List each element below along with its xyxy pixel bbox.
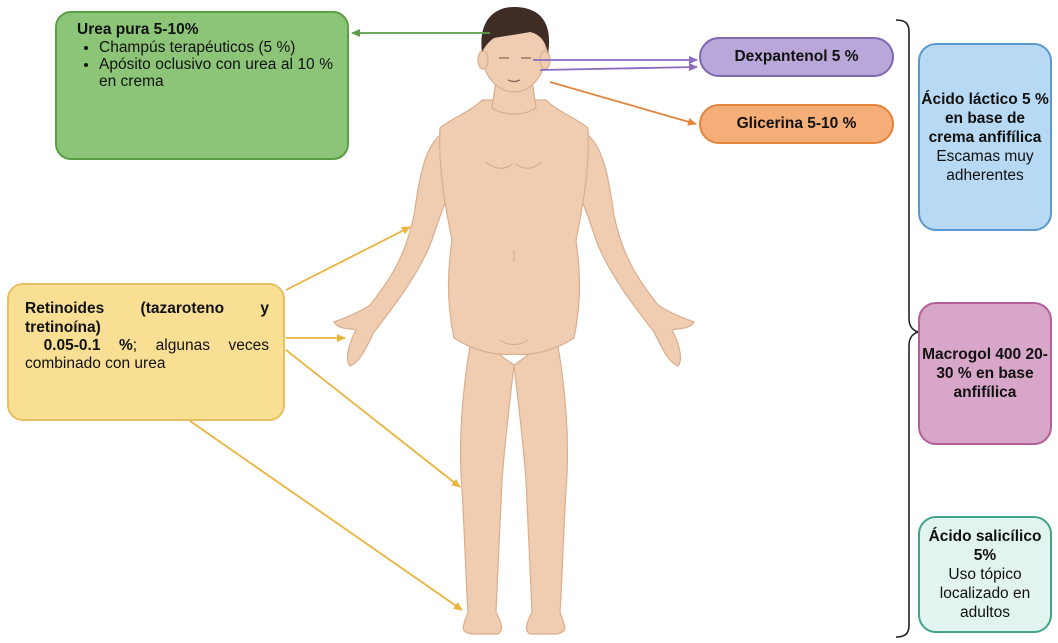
retinoides-title: Retinoides (tazaroteno y tretinoína) <box>25 299 269 337</box>
retinoides-body: 0.05-0.1 %; algunas veces combinado con … <box>25 337 269 373</box>
glicerina-pill: Glicerina 5-10 % <box>699 104 894 144</box>
macrogol-box: Macrogol 400 20-30 % en base anfifílica <box>918 302 1052 445</box>
acido-salicilico-box: Ácido salicílico 5% Uso tópico localizad… <box>918 516 1052 633</box>
retinoides-concentration: 0.05-0.1 % <box>44 337 133 354</box>
acido-salicilico-body: Uso tópico localizado en adultos <box>920 565 1050 622</box>
acido-salicilico-title: Ácido salicílico 5% <box>920 527 1050 565</box>
arrow-retinoides-4 <box>190 421 462 610</box>
human-body <box>334 12 694 634</box>
retinoides-box: Retinoides (tazaroteno y tretinoína) 0.0… <box>7 283 285 421</box>
urea-box: Urea pura 5-10% Champús terapéuticos (5 … <box>55 11 349 160</box>
acido-lactico-box: Ácido láctico 5 % en base de crema anfif… <box>918 43 1052 231</box>
urea-list: Champús terapéuticos (5 %) Apósito oclus… <box>77 39 333 90</box>
urea-title: Urea pura 5-10% <box>77 21 333 39</box>
dexpantenol-pill: Dexpantenol 5 % <box>699 37 894 77</box>
arrow-retinoides-3 <box>286 350 460 487</box>
right-brace <box>896 20 918 637</box>
macrogol-title: Macrogol 400 20-30 % en base anfifílica <box>920 345 1050 402</box>
acido-lactico-title: Ácido láctico 5 % en base de crema anfif… <box>920 90 1050 147</box>
arrow-dexpantenol-2 <box>540 67 697 70</box>
acido-lactico-body: Escamas muy adherentes <box>920 147 1050 185</box>
urea-item-champus: Champús terapéuticos (5 %) <box>99 39 333 56</box>
urea-item-aposito: Apósito oclusivo con urea al 10 % en cre… <box>99 56 333 90</box>
